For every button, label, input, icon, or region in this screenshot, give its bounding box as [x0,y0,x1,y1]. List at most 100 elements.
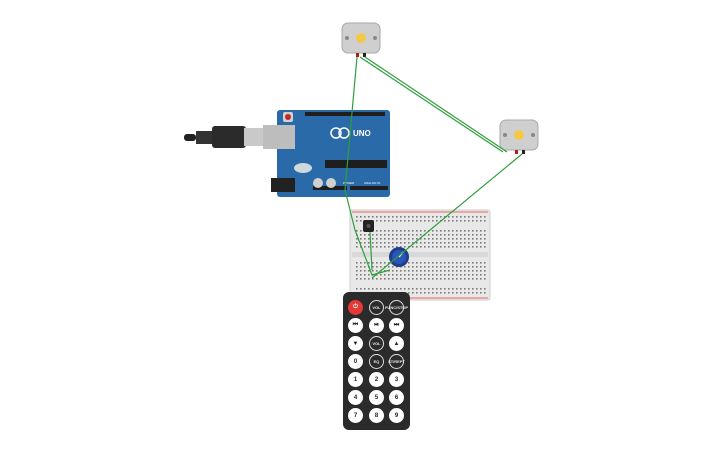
breadboard-hole [480,234,482,236]
breadboard-hole [380,246,382,248]
breadboard-hole [444,262,446,264]
breadboard-hole [408,242,410,244]
breadboard-hole [380,242,382,244]
remote-button[interactable]: ST/REPT [388,354,405,369]
breadboard-hole [448,270,450,272]
remote-button[interactable]: 8 [369,408,384,423]
down-button[interactable]: ▼ [348,336,363,351]
breadboard-hole [452,242,454,244]
breadboard-hole [420,246,422,248]
breadboard-hole [408,246,410,248]
remote-button[interactable]: VOL [369,336,384,351]
breadboard-hole [432,230,434,232]
analog-header [350,186,388,190]
breadboard-hole [404,288,406,290]
breadboard-hole [412,238,414,240]
breadboard-hole [416,230,418,232]
fast-forward-button[interactable]: ⏭ [389,318,404,333]
breadboard-hole [368,270,370,272]
dc-motor-right[interactable] [499,119,539,154]
breadboard-hole [364,266,366,268]
breadboard-hole [368,238,370,240]
breadboard-hole [396,216,398,218]
breadboard-hole [432,262,434,264]
breadboard-hole [364,216,366,218]
remote-button[interactable]: FUNC/STOP [385,300,408,315]
dc-motor-top[interactable] [341,22,381,57]
up-button[interactable]: ▲ [389,336,404,351]
rewind-button[interactable]: ⏮ [348,318,363,333]
remote-button[interactable]: 5 [369,390,384,405]
breadboard-hole [444,230,446,232]
breadboard-hole [428,242,430,244]
remote-button[interactable]: 7 [348,408,363,423]
breadboard-hole [384,288,386,290]
breadboard-hole [400,278,402,280]
breadboard-hole [452,274,454,276]
breadboard-hole [440,274,442,276]
remote-button[interactable]: 0 [348,354,363,369]
breadboard-hole [424,220,426,222]
breadboard-hole [360,270,362,272]
breadboard-hole [392,238,394,240]
breadboard-hole [484,234,486,236]
breadboard-hole [468,234,470,236]
breadboard-hole [368,234,370,236]
breadboard-hole [364,278,366,280]
breadboard-hole [460,242,462,244]
breadboard-hole [472,274,474,276]
play-pause-button[interactable]: ⏯ [369,318,384,333]
breadboard-hole [356,216,358,218]
breadboard-hole [440,292,442,294]
breadboard-hole [460,266,462,268]
breadboard-hole [476,278,478,280]
breadboard-hole [476,262,478,264]
remote-button[interactable]: 2 [369,372,384,387]
breadboard-hole [368,262,370,264]
breadboard-hole [472,270,474,272]
remote-button[interactable]: 3 [389,372,404,387]
breadboard-hole [404,274,406,276]
breadboard-hole [448,288,450,290]
breadboard-hole [392,278,394,280]
usb-cable[interactable] [184,126,270,148]
remote-button[interactable]: 9 [389,408,404,423]
breadboard-hole [364,246,366,248]
remote-button[interactable]: 1 [348,372,363,387]
breadboard-hole [420,270,422,272]
breadboard-hole [448,274,450,276]
breadboard-hole [360,216,362,218]
breadboard-hole [412,216,414,218]
breadboard-hole [440,262,442,264]
arduino-uno-board[interactable]: UNO POWER ANALOG IN [263,110,390,197]
breadboard-hole [416,262,418,264]
remote-button[interactable]: EQ [369,354,384,369]
breadboard-hole [464,234,466,236]
breadboard-hole [364,242,366,244]
usb-port [263,125,295,149]
power-button[interactable]: ⏻ [348,300,363,315]
breadboard-hole [432,288,434,290]
breadboard-hole [384,238,386,240]
breadboard-hole [372,216,374,218]
breadboard-hole [404,246,406,248]
breadboard-hole [480,246,482,248]
breadboard-hole [364,270,366,272]
breadboard-hole [452,262,454,264]
wire-motor1-to-motor2-b [364,56,508,153]
breadboard-hole [388,274,390,276]
remote-button[interactable]: 4 [348,390,363,405]
breadboard-hole [428,266,430,268]
remote-button[interactable]: 6 [389,390,404,405]
wire-motor1-to-motor2-a [359,56,504,153]
breadboard-hole [408,292,410,294]
wires[interactable] [344,56,523,279]
breadboard-hole [360,242,362,244]
remote-button[interactable]: VOL [369,300,384,315]
breadboard-hole [424,288,426,290]
ir-receiver[interactable] [363,220,374,232]
breadboard-hole [420,216,422,218]
breadboard-hole [464,220,466,222]
breadboard-hole [456,220,458,222]
